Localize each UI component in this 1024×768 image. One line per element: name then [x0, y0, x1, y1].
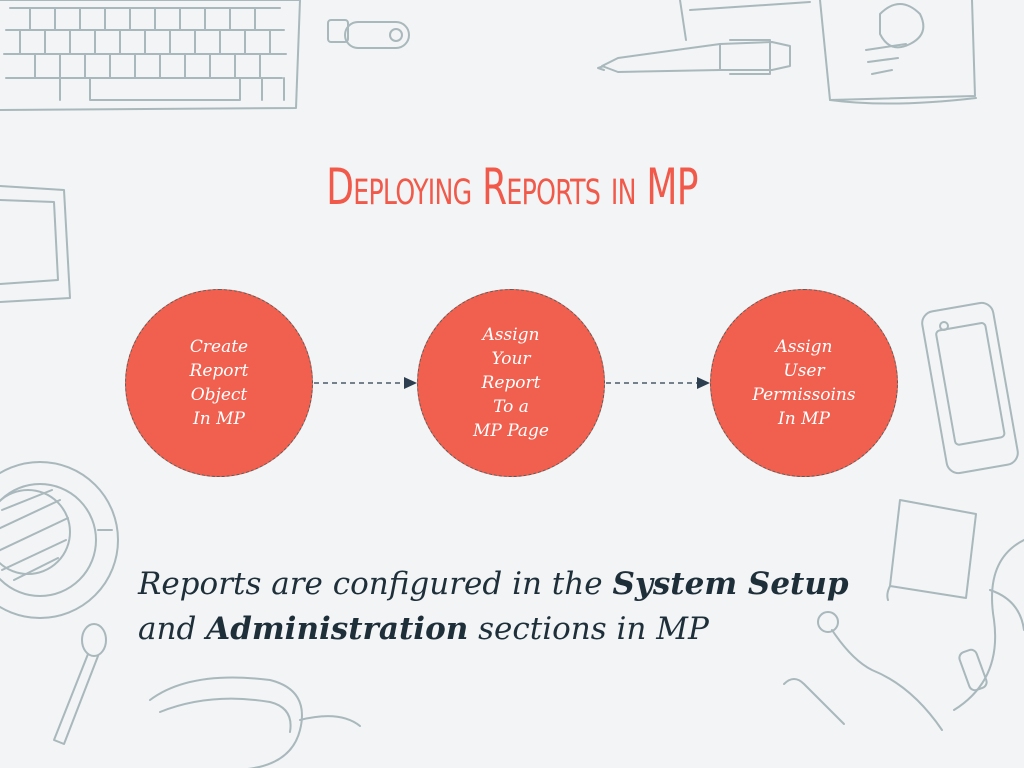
step-line: In MP: [193, 409, 245, 429]
coffee-cup-icon: [0, 461, 119, 619]
step-line: Report: [481, 373, 541, 393]
step-line: Assign: [775, 337, 833, 357]
step-circle-assign-page: Assign Your Report To a MP Page: [417, 289, 605, 477]
arrow-step2-to-step3: [606, 377, 710, 389]
pen-icon: [597, 39, 791, 75]
caption-part: Reports are configured in the: [138, 566, 613, 602]
notebook-icon: [679, 0, 977, 105]
step-circle-create-report: Create Report Object In MP: [125, 289, 313, 477]
slide-title: Deploying Reports in MP: [326, 158, 698, 216]
step-line: Your: [491, 349, 531, 369]
step-label: Assign User Permissoins In MP: [729, 335, 879, 431]
spoon-icon: [53, 623, 107, 745]
arrow-step1-to-step2: [314, 377, 417, 389]
step-line: Create: [189, 337, 249, 357]
caption-part: and: [138, 611, 207, 647]
step-line: Permissoins: [752, 385, 856, 405]
step-line: Object: [190, 385, 248, 405]
caption-text: Reports are configured in the System Set…: [138, 562, 938, 652]
caption-bold-administration: Administration: [206, 611, 469, 647]
earphones-icon: [783, 539, 1024, 731]
step-line: MP Page: [472, 421, 549, 441]
caption-part: sections in MP: [468, 611, 709, 647]
usb-drive-icon: [327, 19, 410, 49]
step-line: Report: [189, 361, 249, 381]
step-label: Assign Your Report To a MP Page: [436, 323, 586, 443]
step-line: User: [783, 361, 825, 381]
step-line: Assign: [482, 325, 540, 345]
sticky-note-icon: [886, 499, 977, 601]
caption-bold-system-setup: System Setup: [612, 566, 849, 602]
phone-icon: [921, 301, 1019, 475]
step-label: Create Report Object In MP: [144, 335, 294, 431]
step-line: To a: [493, 397, 529, 417]
glasses-icon: [149, 676, 361, 768]
step-circle-assign-permissions: Assign User Permissoins In MP: [710, 289, 898, 477]
tablet-icon: [0, 185, 71, 303]
keyboard-icon: [0, 0, 301, 111]
step-line: In MP: [778, 409, 830, 429]
